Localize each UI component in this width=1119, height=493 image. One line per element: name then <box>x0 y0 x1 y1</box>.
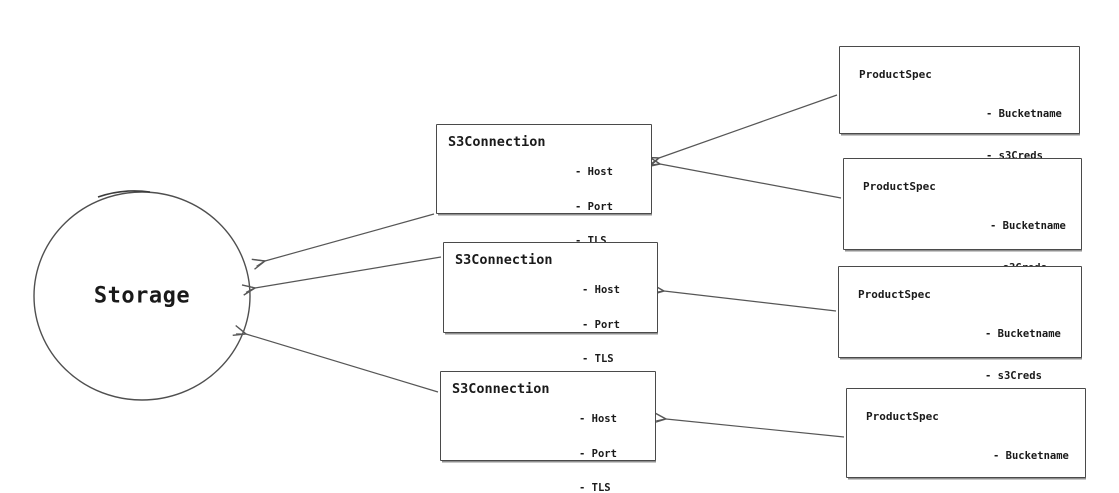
arrow-productspec4-to-s3connection3 <box>666 419 845 438</box>
attribute-s3creds: - s3Creds <box>985 370 1042 382</box>
node-title: ProductSpec <box>863 180 936 193</box>
node-title: S3Connection <box>452 381 550 397</box>
node-attributes: - Bucketname - s3Creds <box>985 299 1061 411</box>
attribute-tls: - TLS <box>582 353 614 365</box>
attribute-bucketname: - Bucketname <box>985 328 1061 340</box>
productspec-node-3: ProductSpec - Bucketname - s3Creds <box>838 266 1082 382</box>
node-title: S3Connection <box>455 252 553 268</box>
productspec-node-4: ProductSpec - Bucketname - s3Creds <box>846 388 1086 493</box>
arrow-productspec2-to-s3connection1 <box>660 164 842 199</box>
arrow-s3connection2-to-storage <box>255 256 442 288</box>
attribute-host: - Host <box>582 284 620 296</box>
attribute-host: - Host <box>575 166 613 178</box>
attribute-bucketname: - Bucketname <box>990 220 1066 232</box>
node-attributes: - Bucketname - s3Creds <box>993 421 1069 493</box>
attribute-bucketname: - Bucketname <box>993 450 1069 462</box>
s3connection-node-1: S3Connection - Host - Port - TLS <box>436 124 652 247</box>
productspec-node-2: ProductSpec - Bucketname - s3Creds <box>843 158 1082 274</box>
arrow-productspec3-to-s3connection2 <box>664 291 837 312</box>
node-title: ProductSpec <box>866 410 939 423</box>
attribute-bucketname: - Bucketname <box>986 108 1062 120</box>
node-attributes: - Host - Port - TLS <box>579 391 617 493</box>
attribute-host: - Host <box>579 413 617 425</box>
node-attributes: - Host - Port - TLS <box>582 262 620 389</box>
attribute-port: - Port <box>579 447 617 460</box>
node-attributes: - Host - Port - TLS <box>575 144 613 271</box>
storage-node-label: Storage <box>93 283 191 309</box>
storage-circle-sketch-stroke <box>97 190 151 198</box>
node-title: ProductSpec <box>859 68 932 81</box>
attribute-tls: - TLS <box>575 235 607 247</box>
s3connection-node-2: S3Connection - Host - Port - TLS <box>443 242 658 365</box>
s3connection-node-3: S3Connection - Host - Port - TLS <box>440 371 656 493</box>
attribute-tls: - TLS <box>579 482 611 493</box>
attribute-port: - Port <box>582 318 620 331</box>
arrow-productspec1-to-s3connection1 <box>659 94 838 158</box>
attribute-port: - Port <box>575 200 613 213</box>
storage-node-circle <box>33 191 251 401</box>
arrow-s3connection3-to-storage <box>246 334 439 393</box>
node-title: ProductSpec <box>858 288 931 301</box>
arrow-s3connection1-to-storage <box>265 213 435 261</box>
node-title: S3Connection <box>448 134 546 150</box>
productspec-node-1: ProductSpec - Bucketname - s3Creds <box>839 46 1080 162</box>
